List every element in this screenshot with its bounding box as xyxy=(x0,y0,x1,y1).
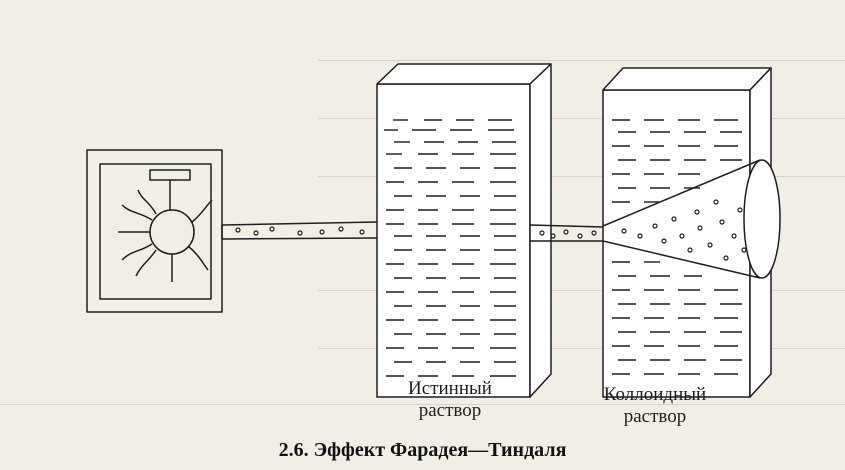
show-through-line xyxy=(0,404,845,409)
colloid-solution-label-line2: раствор xyxy=(623,406,687,427)
light-beam-1 xyxy=(221,221,378,240)
colloid-solution-label-line1: Коллоидный xyxy=(603,384,707,405)
tank1-top xyxy=(376,63,552,85)
tank2-front xyxy=(602,89,751,398)
tank1-front xyxy=(376,83,531,398)
tank1-liquid-lines-mid xyxy=(386,223,516,237)
cone-end-ellipse xyxy=(743,159,781,279)
true-solution-label-line1: Истинный xyxy=(408,378,492,399)
show-through-line xyxy=(318,176,845,181)
show-through-line xyxy=(318,118,845,123)
show-through-line xyxy=(318,60,845,65)
tank-true-solution xyxy=(376,63,552,398)
show-through-line xyxy=(318,290,845,295)
lamp-bulb xyxy=(149,209,195,255)
light-source-lamp xyxy=(86,149,223,313)
tyndall-cone xyxy=(602,159,781,279)
lamp-cap xyxy=(149,169,191,181)
tank2-top xyxy=(602,67,772,91)
light-beam-2 xyxy=(529,224,604,242)
figure-caption: 2.6. Эффект Фарадея—Тиндаля xyxy=(278,439,567,461)
colloid-solution-label: Коллоидный раствор xyxy=(585,384,725,428)
lamp-housing-outer xyxy=(86,149,223,313)
lamp-housing-inner xyxy=(99,163,212,300)
true-solution-label-line2: раствор xyxy=(418,400,482,421)
tank-colloid-solution xyxy=(602,67,781,398)
tank2-liquid-lines xyxy=(612,119,742,375)
tank1-liquid-lines xyxy=(384,119,516,377)
lamp-rays xyxy=(118,189,213,282)
show-through-line xyxy=(318,348,845,353)
tank1-side xyxy=(529,63,552,398)
scattering-particles xyxy=(235,199,747,261)
true-solution-label: Истинный раствор xyxy=(380,378,520,422)
